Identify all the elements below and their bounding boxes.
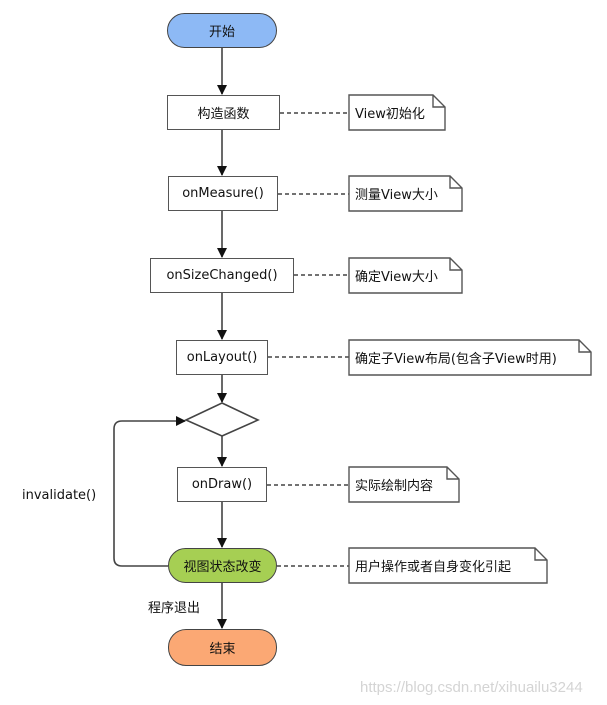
on-size-changed-node: onSizeChanged() (150, 258, 294, 293)
note-on-layout-shape (348, 339, 592, 376)
invalidate-label: invalidate() (22, 488, 97, 503)
note-on-measure-text: 测量View大小 (355, 188, 438, 203)
note-on-draw-text: 实际绘制内容 (355, 479, 434, 494)
note-on-draw: 实际绘制内容 (349, 467, 459, 502)
on-layout-node: onLayout() (176, 340, 268, 375)
on-draw-label: onDraw() (191, 477, 253, 492)
note-state-change-text: 用户操作或者自身变化引起 (355, 560, 512, 575)
note-on-size-changed: 确定View大小 (349, 258, 462, 293)
constructor-label: 构造函数 (197, 107, 250, 122)
edge-invalidate-loop (113, 416, 186, 567)
start-node: 开始 (167, 13, 277, 48)
on-size-changed-label: onSizeChanged() (166, 268, 278, 283)
on-measure-node: onMeasure() (168, 176, 278, 211)
note-on-size-changed-shape (348, 257, 463, 294)
note-constructor-shape (348, 94, 446, 131)
state-change-label: 视图状态改变 (183, 560, 262, 575)
end-label: 结束 (209, 642, 236, 657)
on-draw-node: onDraw() (177, 467, 267, 502)
state-change-node: 视图状态改变 (168, 548, 277, 583)
on-measure-label: onMeasure() (182, 186, 264, 201)
note-state-change-shape (348, 547, 548, 584)
note-state-change: 用户操作或者自身变化引起 (349, 548, 547, 583)
start-label: 开始 (208, 25, 235, 40)
note-constructor: View初始化 (349, 95, 445, 130)
note-on-measure: 测量View大小 (349, 176, 462, 211)
note-on-draw-shape (348, 466, 460, 503)
note-on-layout: 确定子View布局(包含子View时用) (349, 340, 591, 375)
constructor-node: 构造函数 (167, 95, 280, 130)
note-on-measure-shape (348, 175, 463, 212)
watermark: https://blog.csdn.net/xihuailu3244 (360, 679, 583, 696)
note-on-layout-text: 确定子View布局(包含子View时用) (355, 352, 557, 367)
exit-label: 程序退出 (148, 601, 201, 616)
on-layout-label: onLayout() (186, 350, 258, 365)
note-constructor-text: View初始化 (355, 107, 425, 122)
note-on-size-changed-text: 确定View大小 (355, 270, 438, 285)
end-node: 结束 (168, 629, 277, 666)
decision-diamond (184, 402, 260, 437)
